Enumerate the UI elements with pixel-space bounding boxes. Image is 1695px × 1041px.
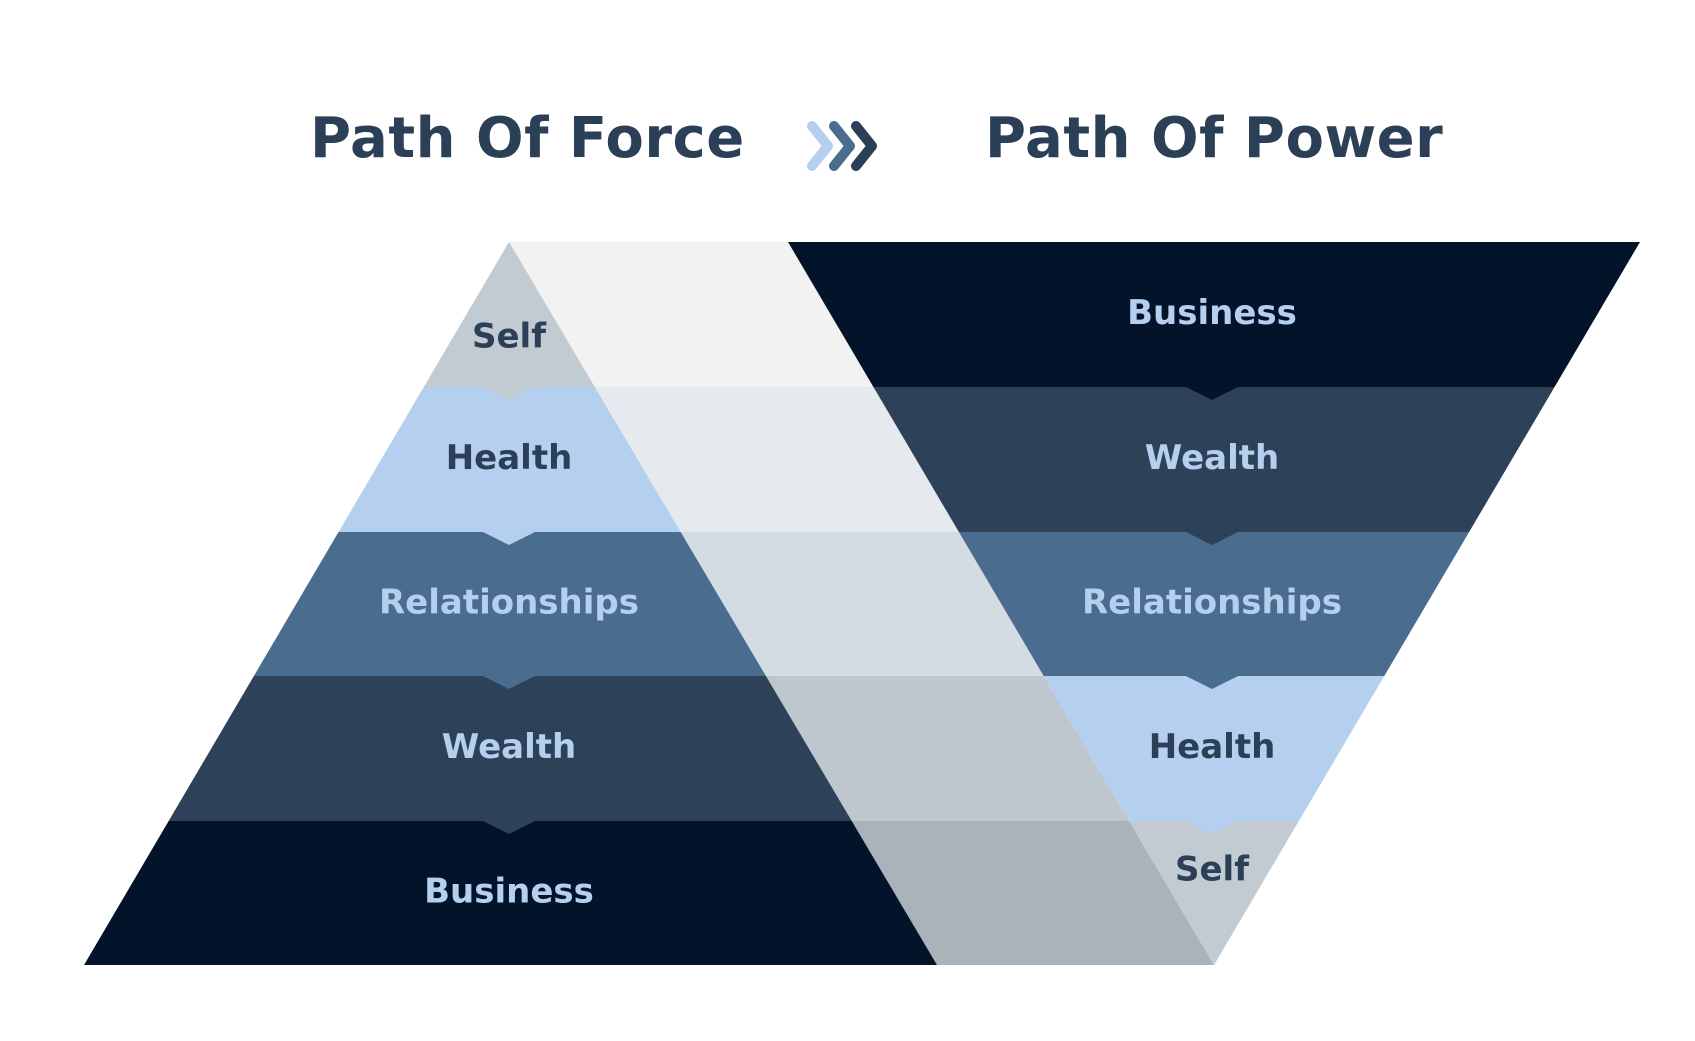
force-label-business: Business bbox=[424, 872, 594, 912]
power-label-health: Health bbox=[1149, 727, 1276, 767]
power-layer-relationships bbox=[958, 532, 1470, 676]
force-layer-business bbox=[84, 821, 937, 965]
force-label-wealth: Wealth bbox=[442, 727, 576, 767]
force-layer-wealth bbox=[168, 676, 852, 821]
layer-notch bbox=[1186, 821, 1238, 834]
power-label-business: Business bbox=[1127, 293, 1297, 333]
layer-notch bbox=[483, 676, 535, 689]
power-layer-health bbox=[1043, 676, 1385, 821]
power-layer-business bbox=[788, 242, 1640, 387]
path-of-power-title: Path Of Power bbox=[985, 106, 1444, 171]
layer-notch bbox=[1186, 387, 1238, 400]
force-label-self: Self bbox=[472, 317, 547, 357]
layer-notch bbox=[1186, 532, 1238, 545]
layer-notch bbox=[483, 821, 535, 834]
power-layer-wealth bbox=[873, 387, 1555, 532]
layer-notch bbox=[1186, 676, 1238, 689]
connector-band bbox=[765, 676, 1130, 821]
power-label-self: Self bbox=[1175, 850, 1250, 890]
power-layer-self bbox=[1129, 821, 1299, 965]
connector-band bbox=[851, 821, 1214, 965]
layer-notch bbox=[483, 532, 535, 545]
triple-chevron-right-icon bbox=[807, 121, 877, 171]
force-layer-self bbox=[423, 242, 595, 387]
connector-band bbox=[680, 532, 1044, 676]
force-layer-relationships bbox=[253, 532, 766, 676]
power-label-relationships: Relationships bbox=[1082, 583, 1342, 623]
connector-band bbox=[594, 387, 959, 532]
layer-notch bbox=[483, 387, 535, 400]
connector-band bbox=[509, 242, 874, 387]
force-layer-health bbox=[338, 387, 681, 532]
force-label-relationships: Relationships bbox=[379, 583, 639, 623]
path-of-force-title: Path Of Force bbox=[310, 106, 745, 171]
power-label-wealth: Wealth bbox=[1145, 438, 1279, 478]
connector-bands bbox=[509, 242, 1214, 965]
force-label-health: Health bbox=[446, 438, 573, 478]
